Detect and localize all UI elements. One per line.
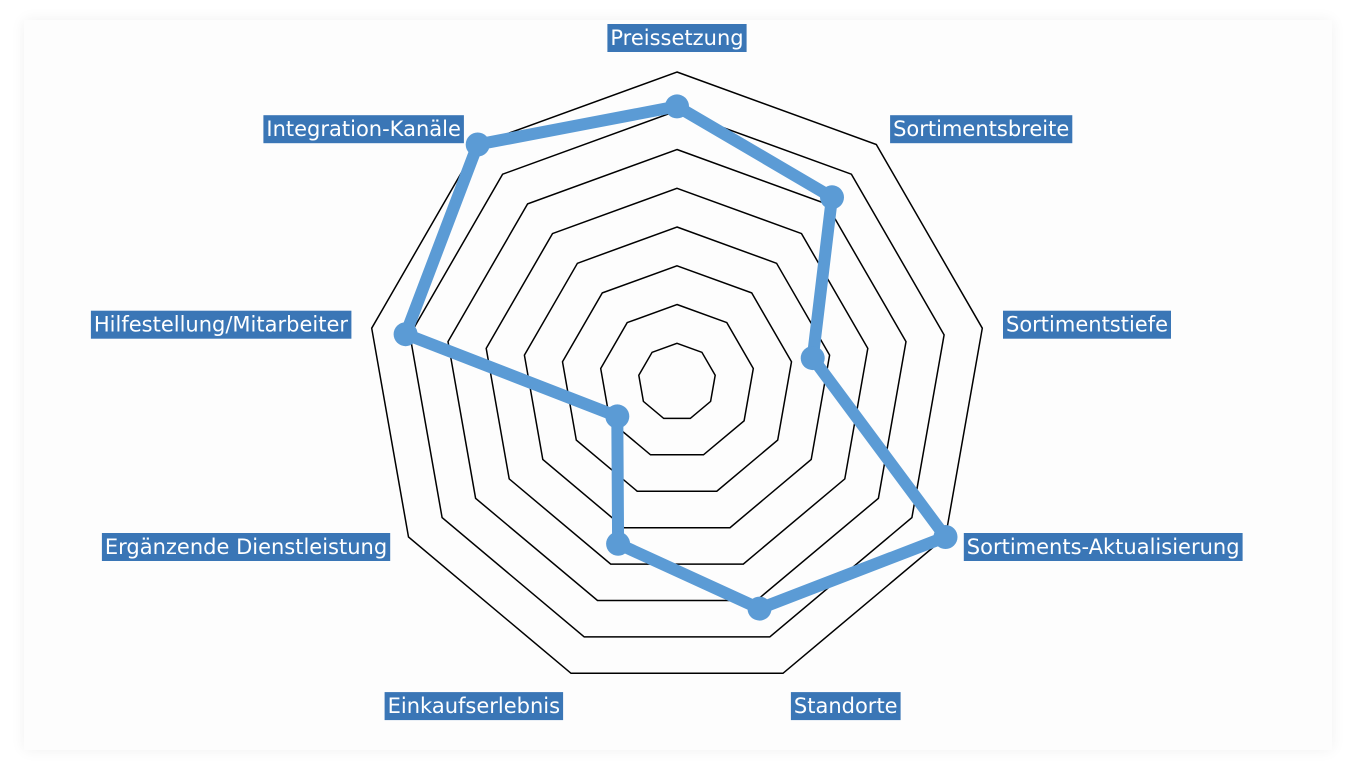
category-label-text: Integration-Kanäle [266,117,461,141]
data-point [820,185,844,210]
category-label-bg [963,533,1243,561]
category-label-bg [90,310,352,339]
category-label: Sortiments-Aktualisierung [963,533,1243,561]
category-label-bg [263,115,464,144]
data-point [605,404,630,429]
grid-ring [370,71,984,675]
category-label-bg [1003,310,1171,339]
grid-ring [523,226,831,529]
data-point [747,596,772,621]
category-label-bg [790,692,901,721]
grid-ring [638,342,716,420]
category-label-text: Sortimentsbreite [893,117,1069,141]
category-label: Einkaufserlebnis [384,692,564,721]
category-label: Integration-Kanäle [263,115,464,144]
category-label-bg [384,692,564,721]
category-label-text: Sortiments-Aktualisierung [967,535,1240,559]
data-point [393,322,418,347]
category-label-text: Sortimentstiefe [1006,313,1168,337]
category-label-bg [607,24,747,52]
category-label: Preissetzung [607,24,747,52]
category-label-text: Einkaufserlebnis [388,694,560,718]
series-line [399,100,952,615]
radar-grid [370,71,984,675]
grid-ring [599,303,755,456]
grid-ring [409,110,945,638]
grid-ring [485,187,869,565]
data-point [933,525,958,549]
category-label-text: Hilfestellung/Mitarbeiter [94,313,348,337]
category-label: Sortimentstiefe [1003,310,1171,339]
data-point [665,94,689,119]
category-label-text: Preissetzung [610,26,743,50]
category-label-bg [890,115,1073,144]
grid-ring [561,265,793,492]
category-label-text: Ergänzende Dienstleistung [105,535,387,559]
data-point [465,132,490,157]
radar-series [393,94,958,621]
category-label: Standorte [790,692,901,721]
category-label-bg [101,533,391,561]
data-point [606,531,631,556]
chart-area [24,20,1332,750]
data-point [800,346,825,371]
category-label: Sortimentsbreite [890,115,1073,144]
category-label: Ergänzende Dienstleistung [101,533,391,561]
category-label: Hilfestellung/Mitarbeiter [90,310,352,339]
category-label-text: Standorte [794,694,898,718]
category-labels: PreissetzungSortimentsbreiteSortimentsti… [90,24,1243,721]
grid-ring [447,148,907,602]
